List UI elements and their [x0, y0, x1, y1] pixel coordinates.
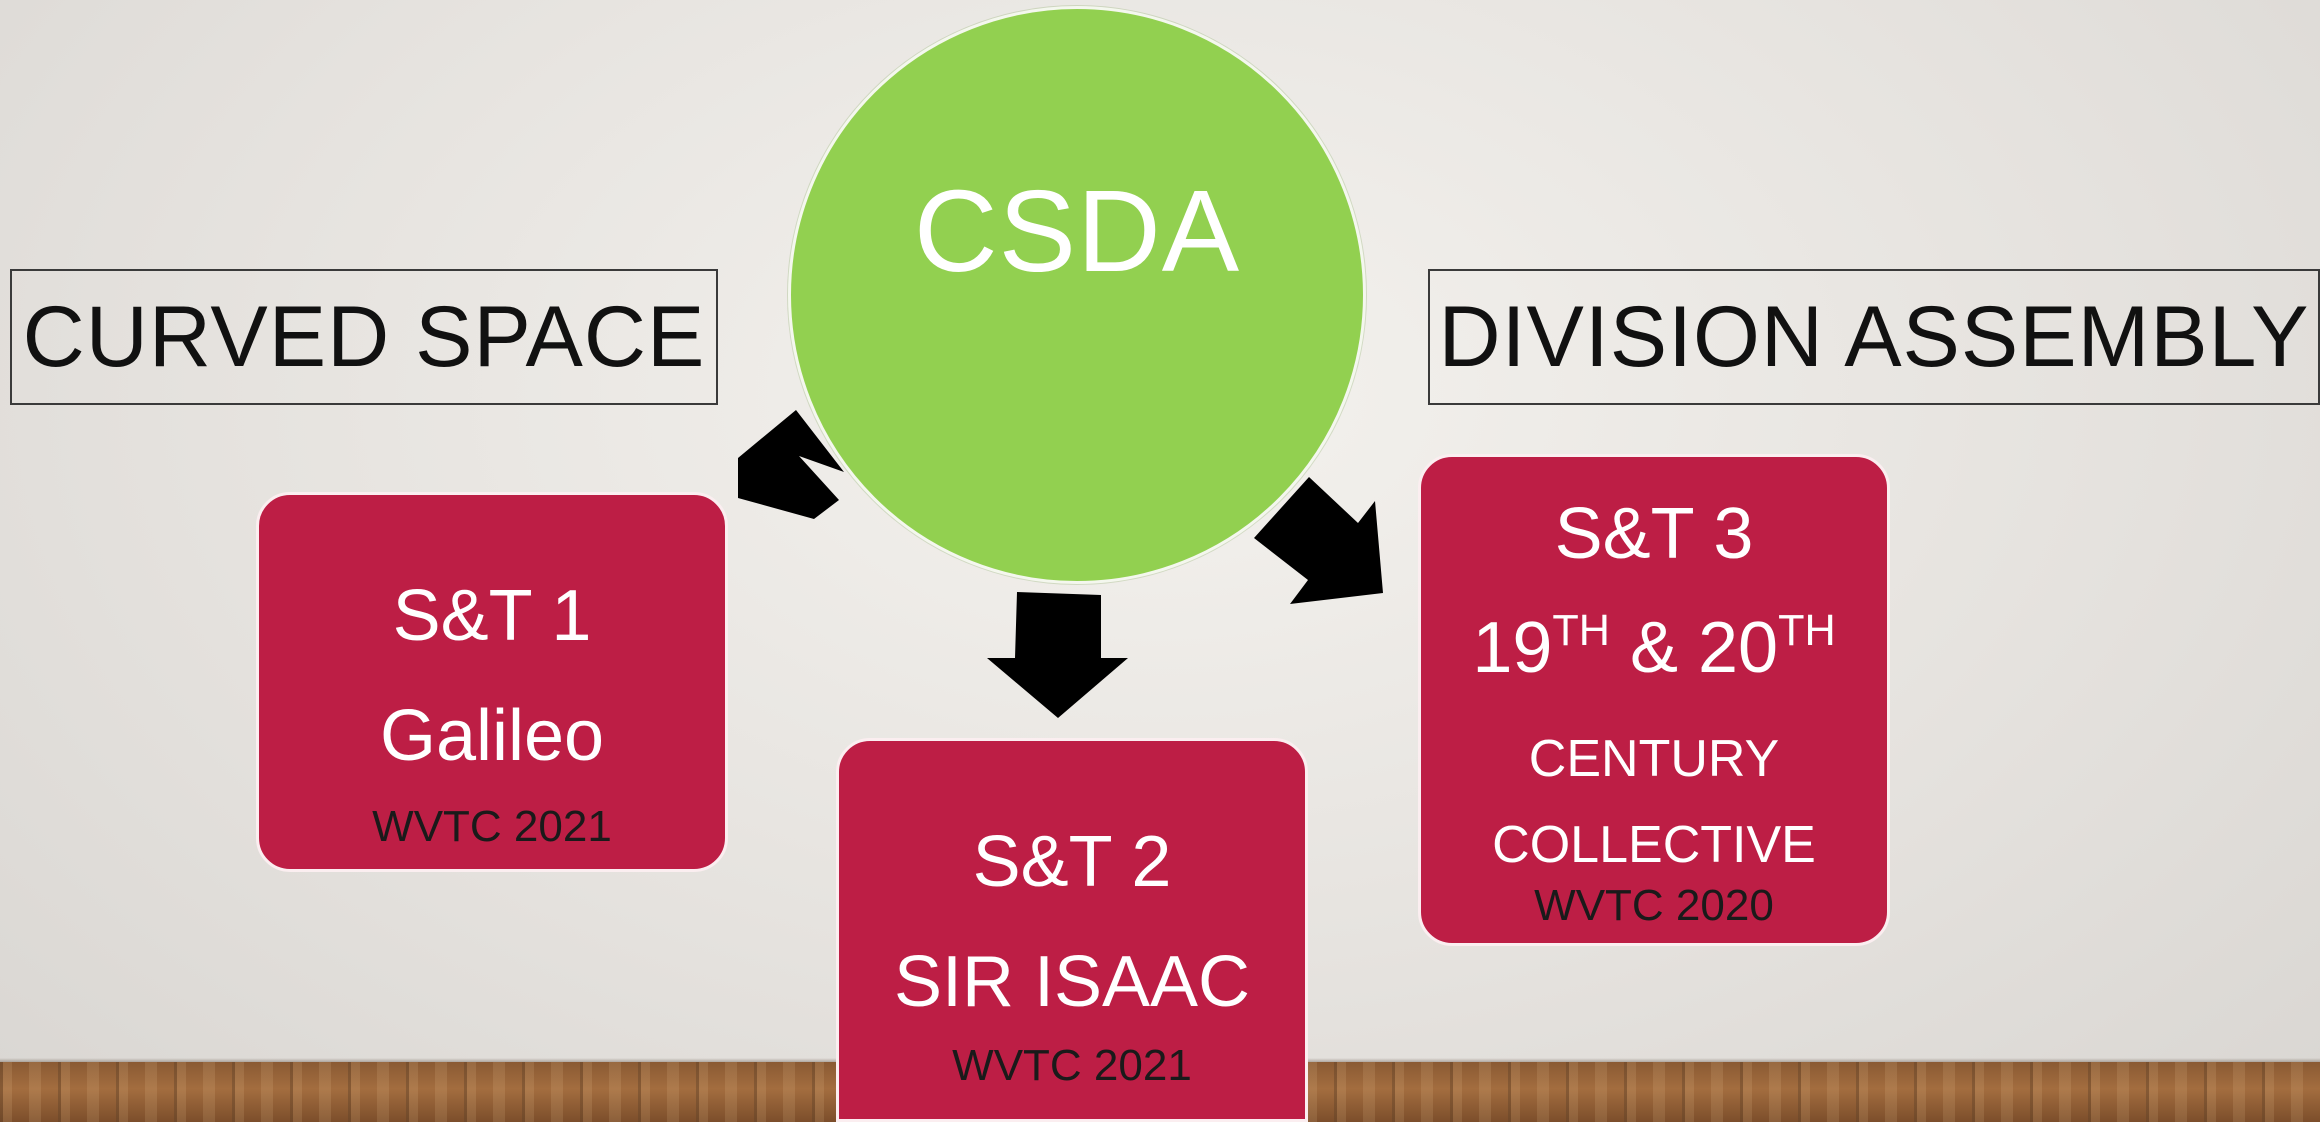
st3-sup2: TH: [1778, 607, 1836, 656]
st1-note: WVTC 2021: [372, 802, 612, 851]
st3-centuries: 19TH & 20TH: [1421, 607, 1887, 689]
st2-name: SIR ISAAC: [893, 942, 1251, 1022]
curved-space-text: CURVED SPACE: [22, 288, 706, 385]
st3-n2: 20: [1698, 608, 1779, 688]
st1-title: S&T 1: [392, 576, 592, 656]
st2-note: WVTC 2021: [952, 1041, 1192, 1090]
arrow-to-st1: [738, 410, 844, 519]
curved-space-label: CURVED SPACE: [10, 269, 718, 405]
st3-n1: 19: [1472, 608, 1553, 688]
st1-name: Galileo: [379, 696, 605, 776]
st2-card: S&T 2 SIR ISAAC WVTC 2021: [836, 738, 1308, 1122]
st3-name-line1: CENTURY: [1528, 730, 1780, 788]
st3-name-line2: COLLECTIVE: [1492, 816, 1816, 874]
st3-note: WVTC 2020: [1534, 881, 1774, 930]
st3-card: S&T 3 19TH & 20TH CENTURY COLLECTIVE WVT…: [1418, 454, 1890, 946]
st2-title: S&T 2: [972, 822, 1172, 902]
arrow-to-st2: [987, 592, 1128, 718]
st3-sup1: TH: [1552, 607, 1610, 656]
csda-circle: CSDA: [788, 6, 1366, 584]
division-assembly-text: DIVISION ASSEMBLY: [1438, 288, 2310, 385]
st3-title: S&T 3: [1554, 494, 1754, 574]
csda-title: CSDA: [913, 166, 1241, 296]
arrow-to-st3: [1254, 477, 1383, 604]
st3-amp: &: [1609, 608, 1699, 688]
st1-card: S&T 1 Galileo WVTC 2021: [256, 492, 728, 872]
division-assembly-label: DIVISION ASSEMBLY: [1428, 269, 2320, 405]
